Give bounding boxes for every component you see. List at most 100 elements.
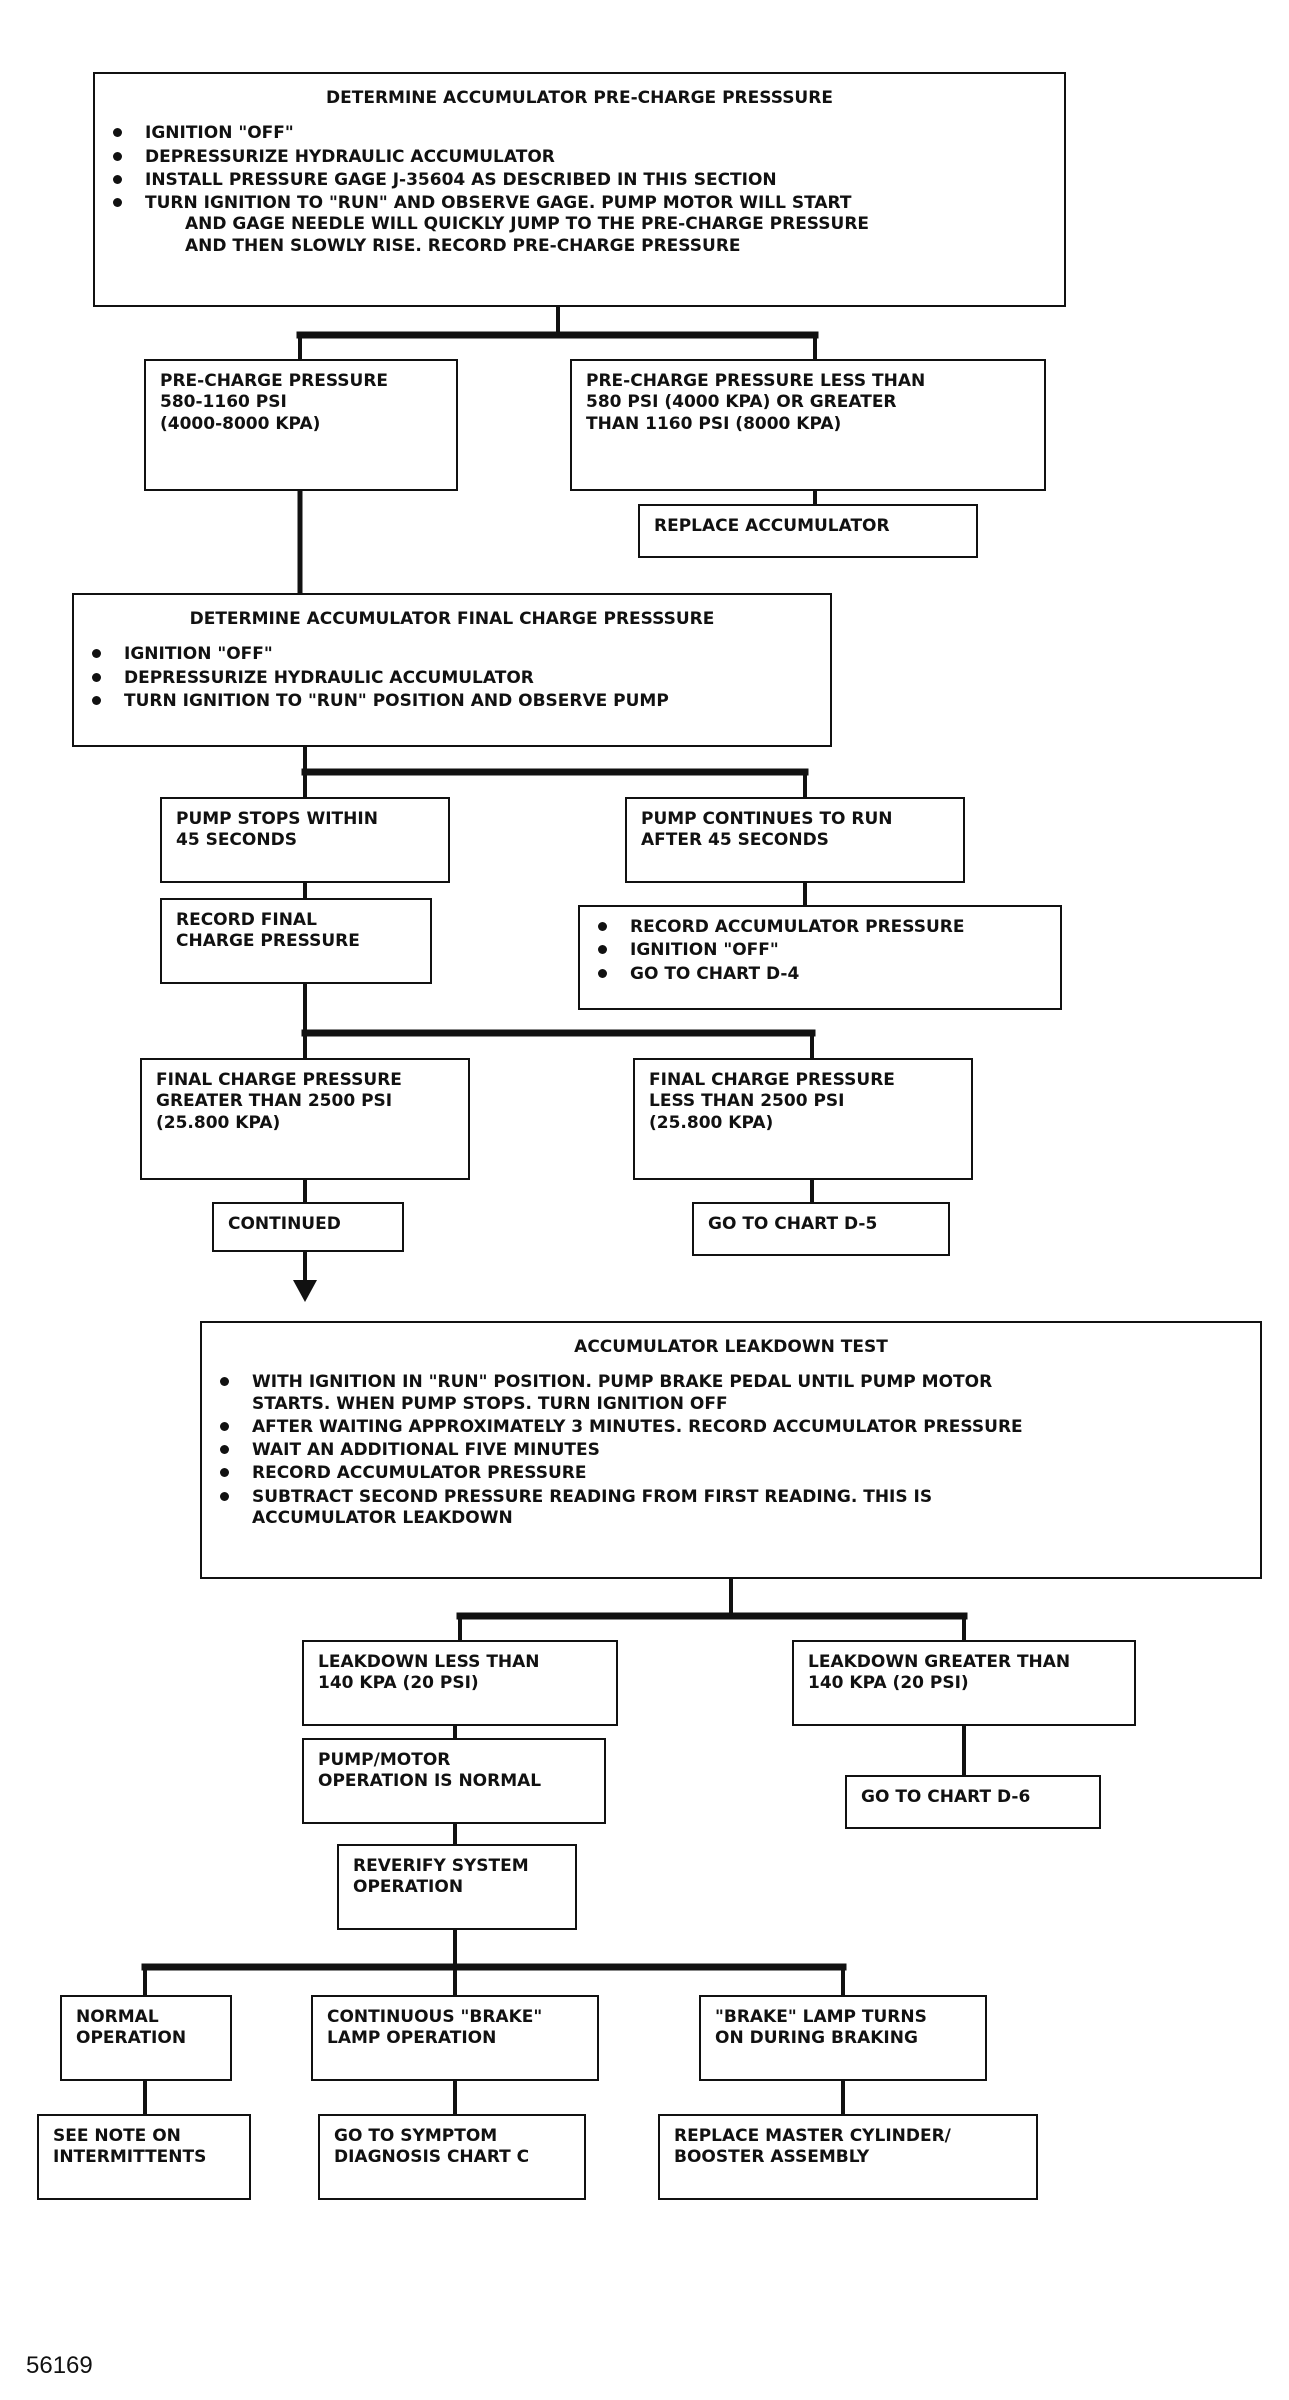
box-text-line: CHARGE PRESSURE — [176, 931, 360, 952]
box-title: DETERMINE ACCUMULATOR FINAL CHARGE PRESS… — [189, 609, 715, 629]
bullet-item: RECORD ACCUMULATOR PRESSURE — [594, 917, 1046, 938]
bullet-item-line: SUBTRACT SECOND PRESSURE READING FROM FI… — [252, 1486, 933, 1507]
box-precharge-procedure: DETERMINE ACCUMULATOR PRE-CHARGE PRESSSU… — [93, 72, 1066, 307]
bullet-item: DEPRESSURIZE HYDRAULIC ACCUMULATOR — [88, 668, 816, 689]
box-text-line: BOOSTER ASSEMBLY — [674, 2147, 870, 2168]
box-replace-accumulator: REPLACE ACCUMULATOR — [638, 504, 978, 558]
box-text-line: PRE-CHARGE PRESSURE LESS THAN — [586, 371, 926, 391]
bullet-item: IGNITION "OFF" — [594, 940, 1046, 961]
box-text-line: OPERATION — [76, 2028, 187, 2049]
box-text-line: LEAKDOWN GREATER THAN — [808, 1652, 1071, 1672]
box-text-line: 580-1160 PSI — [160, 392, 287, 413]
box-text-line: GO TO CHART D-5 — [708, 1214, 878, 1234]
box-text-line: OPERATION — [353, 1877, 464, 1898]
box-text-line: 45 SECONDS — [176, 830, 297, 851]
box-text-line: SEE NOTE ON — [53, 2126, 181, 2146]
box-title: DETERMINE ACCUMULATOR PRE-CHARGE PRESSSU… — [326, 88, 833, 108]
box-text-line: PUMP STOPS WITHIN — [176, 809, 378, 829]
box-text-line: RECORD FINAL — [176, 910, 317, 930]
box-text-line: 140 KPA (20 PSI) — [318, 1673, 479, 1694]
box-text-line: FINAL CHARGE PRESSURE — [649, 1070, 895, 1090]
figure-number: 56169 — [26, 2352, 93, 2379]
box-continuous-brake-lamp: CONTINUOUS "BRAKE"LAMP OPERATION — [311, 1995, 599, 2081]
box-text-line: GO TO SYMPTOM — [334, 2126, 498, 2146]
arrow-down-icon — [293, 1280, 317, 1302]
box-replace-master-cylinder: REPLACE MASTER CYLINDER/BOOSTER ASSEMBLY — [658, 2114, 1038, 2200]
box-text-line: (25.800 KPA) — [156, 1112, 281, 1133]
bullet-list: WITH IGNITION IN "RUN" POSITION. PUMP BR… — [216, 1372, 1246, 1529]
box-text-line: INTERMITTENTS — [53, 2147, 207, 2168]
bullet-item: TURN IGNITION TO "RUN" POSITION AND OBSE… — [88, 691, 816, 712]
bullet-item-line: ACCUMULATOR LEAKDOWN — [252, 1507, 513, 1528]
box-text-line: NORMAL — [76, 2007, 159, 2027]
bullet-item-line: AND GAGE NEEDLE WILL QUICKLY JUMP TO THE… — [185, 214, 870, 235]
bullet-list: IGNITION "OFF" DEPRESSURIZE HYDRAULIC ACC… — [88, 644, 816, 712]
box-text-line: LAMP OPERATION — [327, 2028, 497, 2049]
box-text-line: 140 KPA (20 PSI) — [808, 1673, 969, 1694]
box-go-chart-d5: GO TO CHART D-5 — [692, 1202, 950, 1256]
box-title: ACCUMULATOR LEAKDOWN TEST — [574, 1337, 888, 1357]
box-text-line: REPLACE ACCUMULATOR — [654, 516, 890, 536]
box-text-line: GREATER THAN 2500 PSI — [156, 1091, 393, 1112]
bullet-item: DEPRESSURIZE HYDRAULIC ACCUMULATOR — [109, 147, 1050, 168]
bullet-item: RECORD ACCUMULATOR PRESSURE — [216, 1463, 1246, 1484]
box-text-line: "BRAKE" LAMP TURNS — [715, 2007, 927, 2027]
box-text-line: FINAL CHARGE PRESSURE — [156, 1070, 402, 1090]
bullet-item: SUBTRACT SECOND PRESSURE READING FROM FI… — [216, 1487, 1246, 1530]
box-text-line: (25.800 KPA) — [649, 1112, 774, 1133]
box-text-line: PRE-CHARGE PRESSURE — [160, 371, 389, 391]
box-text-line: CONTINUOUS "BRAKE" — [327, 2007, 543, 2027]
box-text-line: LESS THAN 2500 PSI — [649, 1091, 845, 1112]
bullet-list: IGNITION "OFF" DEPRESSURIZE HYDRAULIC ACC… — [109, 123, 1050, 257]
bullet-item-line: STARTS. WHEN PUMP STOPS. TURN IGNITION O… — [252, 1393, 728, 1414]
box-text-line: GO TO CHART D-6 — [861, 1787, 1031, 1807]
bullet-item: WAIT AN ADDITIONAL FIVE MINUTES — [216, 1440, 1246, 1461]
box-final-charge-procedure: DETERMINE ACCUMULATOR FINAL CHARGE PRESS… — [72, 593, 832, 747]
bullet-item: IGNITION "OFF" — [88, 644, 816, 665]
bullet-item: IGNITION "OFF" — [109, 123, 1050, 144]
box-text-line: REPLACE MASTER CYLINDER/ — [674, 2126, 951, 2146]
bullet-item-line: AND THEN SLOWLY RISE. RECORD PRE-CHARGE … — [185, 235, 741, 256]
box-text-line: DIAGNOSIS CHART C — [334, 2147, 530, 2168]
bullet-item: GO TO CHART D-4 — [594, 964, 1046, 985]
box-text-line: LEAKDOWN LESS THAN — [318, 1652, 540, 1672]
bullet-item: WITH IGNITION IN "RUN" POSITION. PUMP BR… — [216, 1372, 1246, 1415]
bullet-item: AFTER WAITING APPROXIMATELY 3 MINUTES. R… — [216, 1417, 1246, 1438]
bullet-item: TURN IGNITION TO "RUN" AND OBSERVE GAGE.… — [109, 193, 1050, 257]
box-text-line: (4000-8000 KPA) — [160, 413, 321, 434]
box-text-line: 580 PSI (4000 KPA) OR GREATER — [586, 392, 897, 413]
box-text-line: OPERATION IS NORMAL — [318, 1771, 542, 1792]
bullet-item: INSTALL PRESSURE GAGE J-35604 AS DESCRIB… — [109, 170, 1050, 191]
box-text-line: REVERIFY SYSTEM — [353, 1856, 529, 1876]
box-text-line: AFTER 45 SECONDS — [641, 830, 829, 851]
bullet-item-line: WITH IGNITION IN "RUN" POSITION. PUMP BR… — [252, 1372, 993, 1393]
box-leakdown-test: ACCUMULATOR LEAKDOWN TEST WITH IGNITION I… — [200, 1321, 1262, 1579]
box-go-chart-d6: GO TO CHART D-6 — [845, 1775, 1101, 1829]
box-text-line: CONTINUED — [228, 1214, 341, 1234]
box-text-line: ON DURING BRAKING — [715, 2028, 918, 2049]
box-text-line: THAN 1160 PSI (8000 KPA) — [586, 413, 842, 434]
bullet-item-line: TURN IGNITION TO "RUN" AND OBSERVE GAGE.… — [145, 193, 852, 213]
box-continued: CONTINUED — [212, 1202, 404, 1252]
box-text-line: PUMP/MOTOR — [318, 1750, 451, 1770]
box-text-line: PUMP CONTINUES TO RUN — [641, 809, 893, 829]
